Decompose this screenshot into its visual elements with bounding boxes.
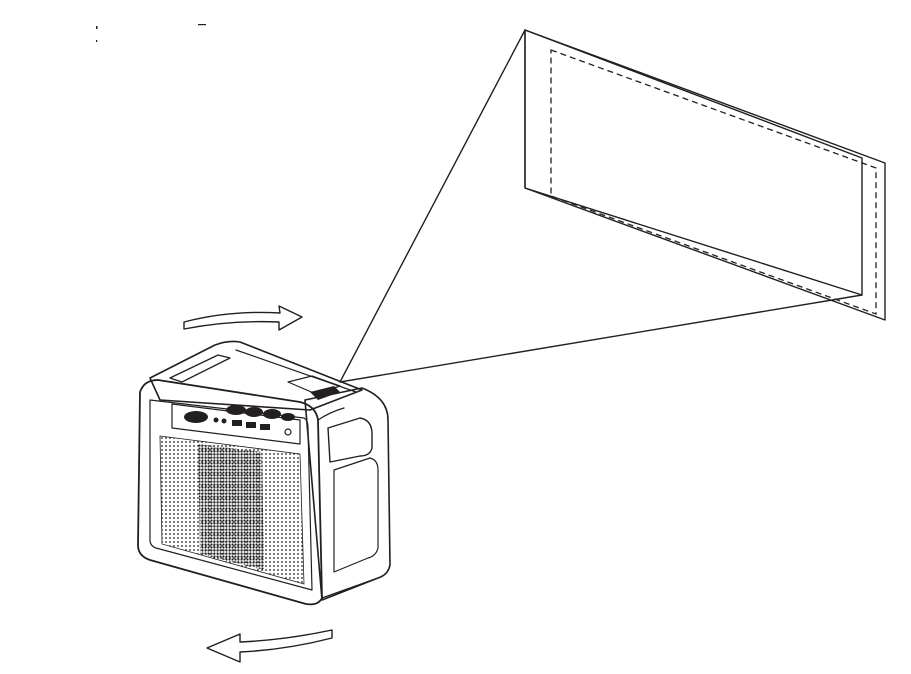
device-lens-housing <box>287 375 341 395</box>
rotate-arrow-top-icon <box>183 305 303 331</box>
device-side-handle <box>327 417 373 463</box>
projector-device-icon <box>137 340 391 606</box>
rotate-arrow-bottom-icon <box>206 629 333 663</box>
device-speaker-grille-dense <box>198 444 264 570</box>
device-dial <box>184 411 208 423</box>
beam-upper-line <box>339 29 526 383</box>
stray-marks <box>96 24 206 42</box>
beam-lower-line <box>339 294 863 383</box>
device-side-body <box>304 387 391 601</box>
screen-back-panel <box>524 29 886 321</box>
projection-screen-icon <box>524 29 886 321</box>
projected-image-outline <box>550 49 877 315</box>
screen-front-panel <box>524 29 863 296</box>
device-top-surface <box>149 340 363 411</box>
device-top-handle <box>169 354 231 383</box>
device-logo <box>226 405 295 421</box>
projection-beam <box>339 29 863 383</box>
